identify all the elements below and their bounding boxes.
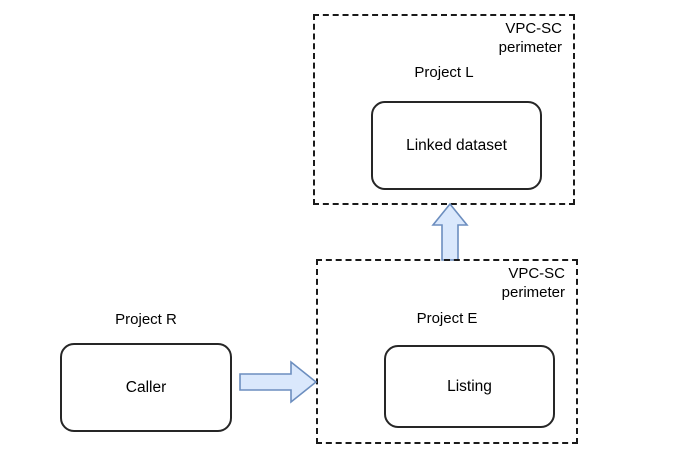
arrow-caller-to-listing [239, 360, 318, 404]
node-listing-label: Listing [447, 377, 492, 395]
vpc-sc-perimeter-upper [313, 14, 575, 205]
vpc-sc-badge-lower-line1: VPC-SC [508, 265, 565, 282]
project-r-label: Project R [115, 311, 177, 328]
node-caller[interactable]: Caller [60, 343, 232, 432]
vpc-sc-badge-lower-line2: perimeter [501, 284, 565, 301]
arrow-listing-to-linked-dataset [431, 202, 469, 261]
project-l-label: Project L [414, 64, 474, 81]
node-linked-dataset[interactable]: Linked dataset [371, 101, 542, 190]
project-e-label: Project E [416, 310, 478, 327]
vpc-sc-badge-upper-line2: perimeter [498, 39, 562, 56]
node-listing[interactable]: Listing [384, 345, 555, 428]
vpc-sc-perimeter-lower [316, 259, 578, 444]
node-linked-dataset-label: Linked dataset [406, 136, 507, 154]
vpc-sc-badge-upper-line1: VPC-SC [505, 20, 562, 37]
node-caller-label: Caller [125, 378, 167, 396]
